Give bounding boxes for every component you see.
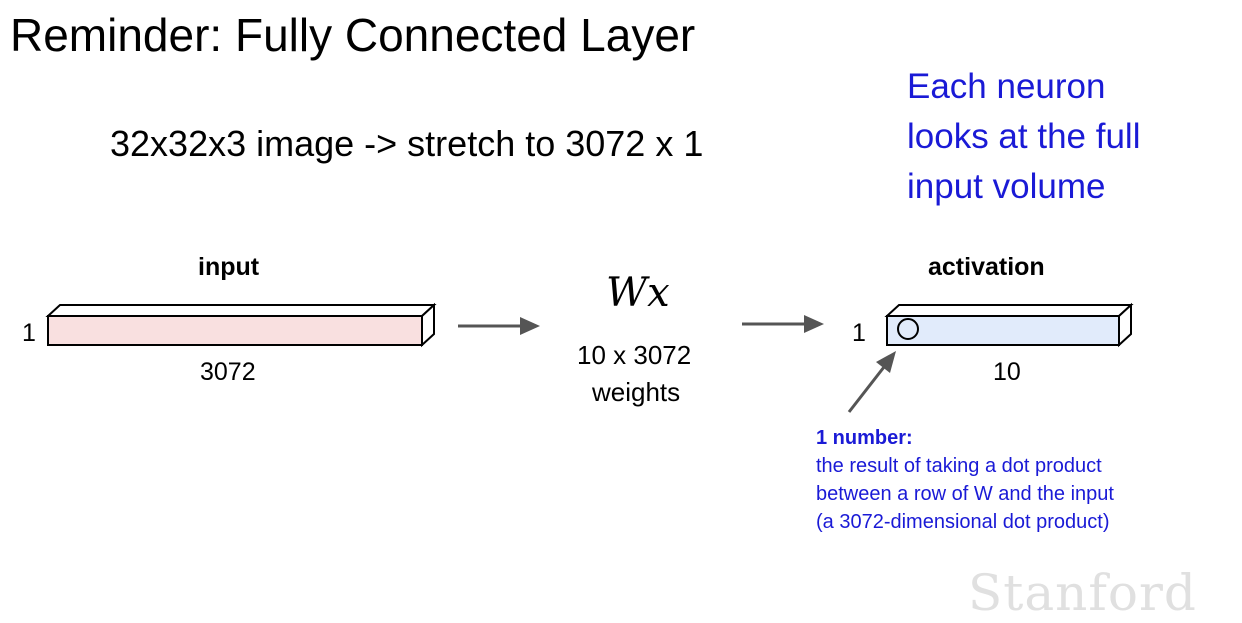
- activation-block-front: [886, 315, 1120, 346]
- activation-block: [884, 302, 1134, 348]
- annotation-line: the result of taking a dot product: [816, 455, 1102, 477]
- weights-label: weights: [592, 377, 681, 407]
- weights-shape-label: 10 x 3072: [577, 340, 692, 370]
- arrow-weights-to-activation: [742, 315, 824, 333]
- input-block-front: [47, 315, 423, 346]
- side-note-line: looks at the full: [907, 117, 1141, 156]
- weights-formula: Wx: [606, 270, 670, 316]
- annotation-arrow: [847, 351, 896, 413]
- activation-width-label: 10: [993, 358, 1021, 386]
- arrow-input-to-weights: [458, 317, 540, 335]
- input-label: input: [198, 253, 260, 281]
- input-block-top: [45, 304, 437, 317]
- neuron-circle: [897, 318, 919, 340]
- activation-height-label: 1: [852, 319, 866, 347]
- input-height-label: 1: [22, 319, 36, 347]
- side-note-line: input volume: [907, 167, 1106, 206]
- annotation-header: 1 number:: [816, 427, 913, 449]
- annotation-line: (a 3072-dimensional dot product): [816, 511, 1110, 533]
- annotation-line: between a row of W and the input: [816, 483, 1114, 505]
- annotation: 1 number: the result of taking a dot pro…: [816, 424, 1114, 536]
- activation-label: activation: [928, 253, 1045, 281]
- side-note-line: Each neuron: [907, 67, 1106, 106]
- page-title: Reminder: Fully Connected Layer: [10, 9, 696, 61]
- input-block: [45, 302, 437, 348]
- input-width-label: 3072: [200, 358, 256, 386]
- side-note: Each neuron looks at the full input volu…: [907, 62, 1140, 212]
- stanford-watermark: Stanford: [968, 564, 1197, 622]
- subtitle: 32x32x3 image -> stretch to 3072 x 1: [110, 123, 704, 164]
- activation-block-top: [884, 304, 1134, 317]
